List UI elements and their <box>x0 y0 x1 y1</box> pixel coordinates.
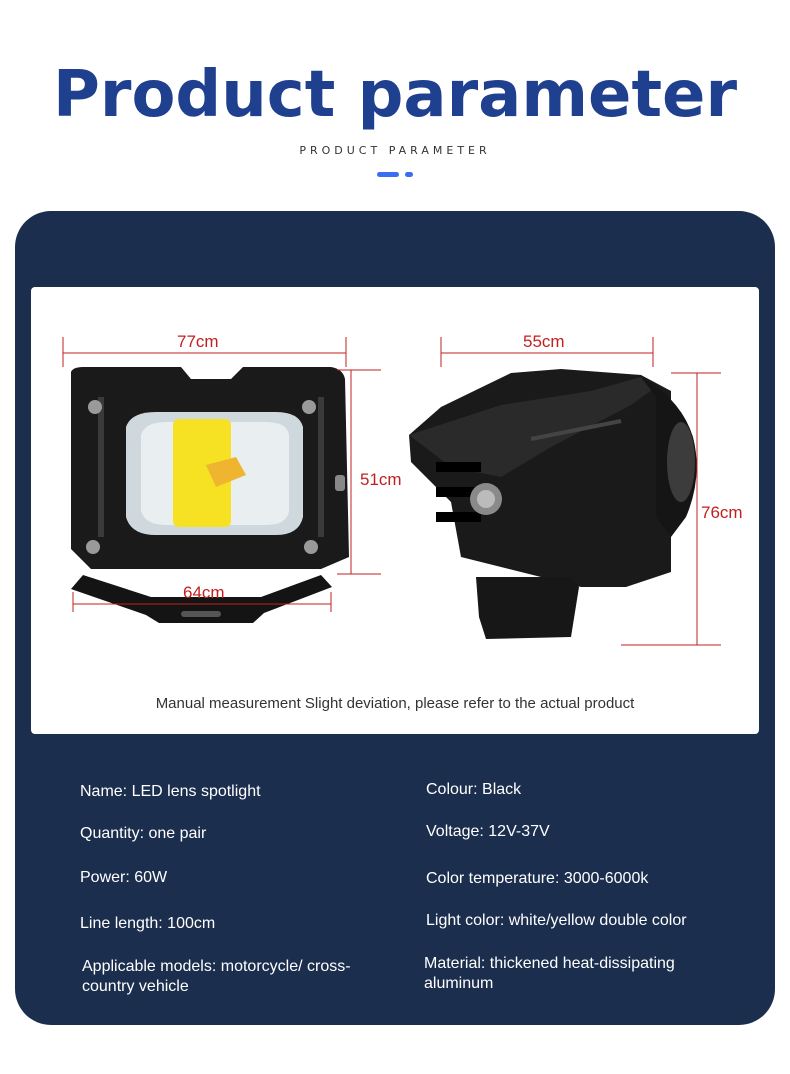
spec-line-length: Line length: 100cm <box>80 915 216 932</box>
page-title: Product parameter <box>52 58 738 132</box>
spec-quantity: Quantity: one pair <box>80 825 207 842</box>
front-lamp-image <box>71 367 349 623</box>
spec-power: Power: 60W <box>80 869 168 886</box>
spec-color-temperature: Color temperature: 3000-6000k <box>426 870 649 887</box>
measurement-note: Manual measurement Slight deviation, ple… <box>155 695 635 712</box>
spec-applicable-models: Applicable models: motorcycle/ cross-cou… <box>82 958 351 995</box>
accent-dash-long <box>377 172 399 177</box>
accent-dash-short <box>405 172 413 177</box>
spec-material: Material: thickened heat-dissipating alu… <box>424 955 675 992</box>
front-height-label: 51cm <box>360 470 402 489</box>
side-lamp-image <box>409 369 697 639</box>
product-drawing <box>62 337 721 646</box>
spec-light-color: Light color: white/yellow double color <box>426 912 687 929</box>
spec-name: Name: LED lens spotlight <box>80 783 261 800</box>
spec-colour: Colour: Black <box>426 781 522 798</box>
spec-voltage: Voltage: 12V-37V <box>426 823 550 840</box>
dimension-lines <box>62 337 721 646</box>
side-width-label: 55cm <box>523 332 565 351</box>
front-width-label: 77cm <box>177 332 219 351</box>
side-height-label: 76cm <box>701 503 743 522</box>
page-subtitle: PRODUCT PARAMETER <box>299 144 491 157</box>
dimension-card: 77cm 51cm 64cm 55cm 76cm Manual measurem… <box>31 287 759 734</box>
bracket-width-label: 64cm <box>183 583 225 602</box>
